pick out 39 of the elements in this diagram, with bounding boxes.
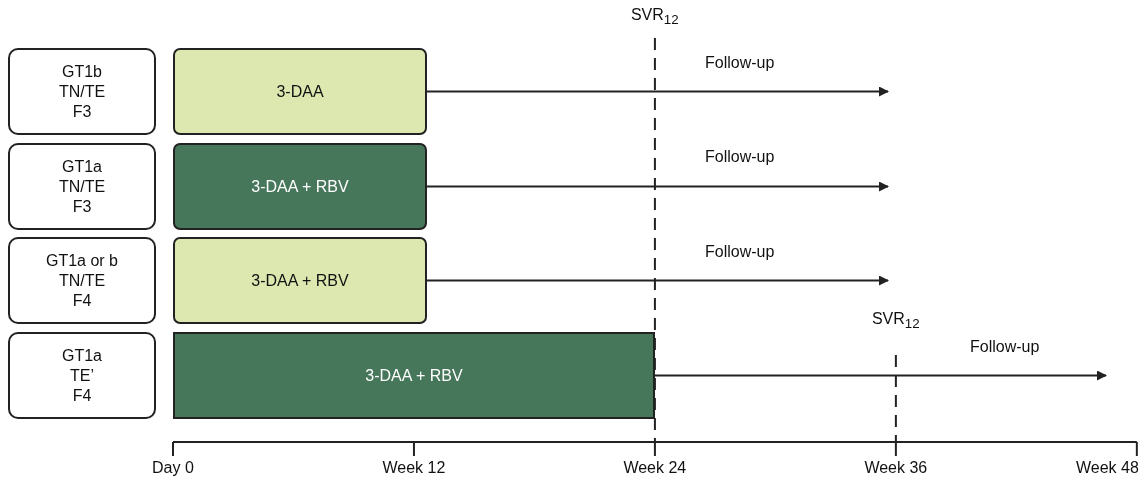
group-criterion: GT1b (62, 61, 102, 82)
treatment-bar (173, 332, 655, 419)
patient-group-box (8, 237, 156, 324)
axis-tick-label: Day 0 (152, 459, 194, 477)
follow-up-arrow (426, 181, 889, 192)
axis-tick-label: Week 36 (864, 459, 928, 477)
axis-tick-label: Week 48 (1076, 459, 1139, 477)
patient-group-box (8, 143, 156, 230)
patient-group-box (8, 48, 156, 135)
treatment-label: 3-DAA + RBV (251, 176, 349, 197)
group-criterion: GT1a (62, 156, 102, 177)
group-criterion: F3 (72, 101, 92, 122)
follow-up-arrow (426, 86, 889, 97)
group-criterion: TN/TE (58, 270, 106, 291)
treatment-label: 3-DAA (276, 81, 324, 102)
group-criterion: GT1a or b (46, 250, 118, 271)
milestone-label: SVR$_{12}$ (871, 310, 920, 332)
treatment-label: 3-DAA + RBV (365, 365, 463, 386)
treatment-bar (173, 48, 427, 135)
group-criterion: TN/TE (58, 176, 106, 197)
treatment-bar (173, 143, 427, 230)
axis-tick-label: Week 24 (623, 459, 687, 477)
patient-group-box (8, 332, 156, 419)
group-criterion: TN/TE (58, 81, 106, 102)
group-criterion: F3 (72, 196, 92, 217)
milestone-label: SVR$_{12}$ (630, 6, 679, 28)
edge-label: Follow-up (705, 243, 775, 261)
follow-up-arrow (654, 370, 1107, 381)
treatment-bar (173, 237, 427, 324)
group-criterion: GT1a (62, 345, 102, 366)
group-criterion: TE’ (70, 365, 94, 386)
group-criterion: F4 (72, 290, 92, 311)
edge-label: Follow-up (705, 54, 775, 72)
treatment-label: 3-DAA + RBV (251, 270, 349, 291)
edge-label: Follow-up (705, 148, 775, 166)
follow-up-arrow (426, 275, 889, 286)
edge-label: Follow-up (970, 338, 1040, 356)
axis-tick-label: Week 12 (382, 459, 446, 477)
group-criterion: F4 (72, 385, 92, 406)
